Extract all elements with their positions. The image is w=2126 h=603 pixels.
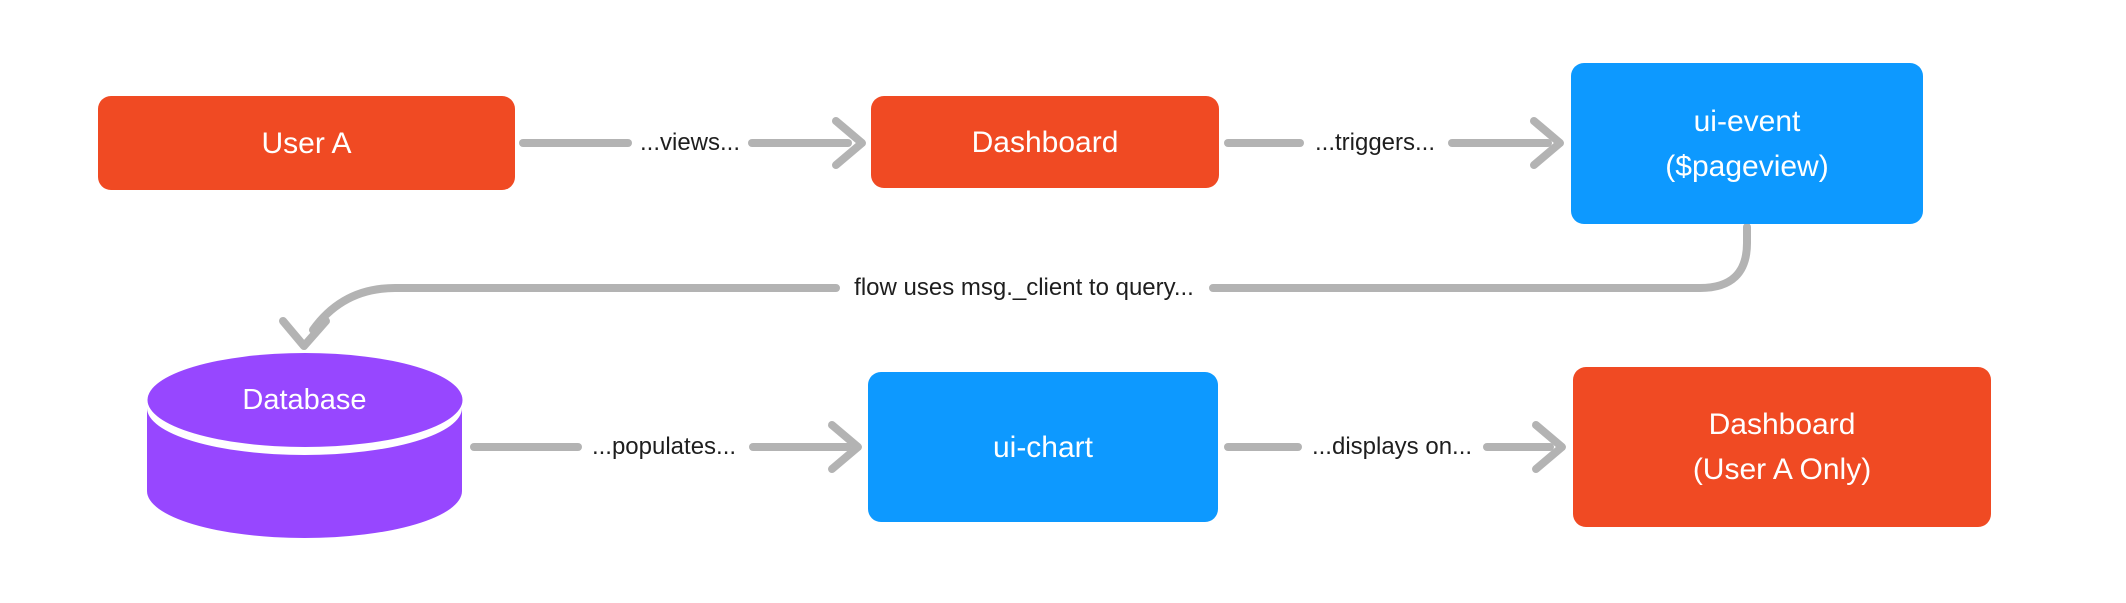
node-dashboard-user-a-label-line1: Dashboard xyxy=(1708,408,1856,441)
edge-displays-label: ...displays on... xyxy=(1311,433,1473,460)
node-ui-event-label-line1: ui-event xyxy=(1693,104,1801,138)
edge-populates-label: ...populates... xyxy=(591,433,737,460)
node-dashboard-user-a[interactable]: Dashboard (User A Only) xyxy=(1573,367,1991,527)
node-dashboard[interactable]: Dashboard xyxy=(871,96,1219,188)
arrowhead-right-icon xyxy=(1530,117,1564,169)
node-dashboard-user-a-label-line2: (User A Only) xyxy=(1692,453,1872,486)
node-ui-chart-label: ui-chart xyxy=(992,430,1094,464)
node-ui-event-label-line2: ($pageview) xyxy=(1665,149,1829,183)
edge-triggers-label: ...triggers... xyxy=(1314,129,1436,156)
arrowhead-right-icon xyxy=(828,421,862,473)
arrowhead-right-icon xyxy=(1532,421,1566,473)
node-database[interactable] xyxy=(147,353,463,538)
edge-query-line-start xyxy=(1209,223,1751,292)
edge-query-label: flow uses msg._client to query... xyxy=(854,274,1194,301)
node-dashboard-label: Dashboard xyxy=(971,125,1119,159)
node-ui-event[interactable]: ui-event ($pageview) xyxy=(1571,63,1923,224)
database-cylinder-lid xyxy=(147,353,463,447)
arrowhead-down-icon xyxy=(279,317,330,350)
node-user-a-label: User A xyxy=(261,126,352,160)
node-ui-chart[interactable]: ui-chart xyxy=(868,372,1218,522)
arrowhead-right-icon xyxy=(832,117,866,169)
edge-views-label: ...views... xyxy=(639,129,741,156)
node-user-a[interactable]: User A xyxy=(98,96,515,190)
edge-query-line-end xyxy=(309,284,840,334)
database-cylinder-body xyxy=(147,408,462,538)
